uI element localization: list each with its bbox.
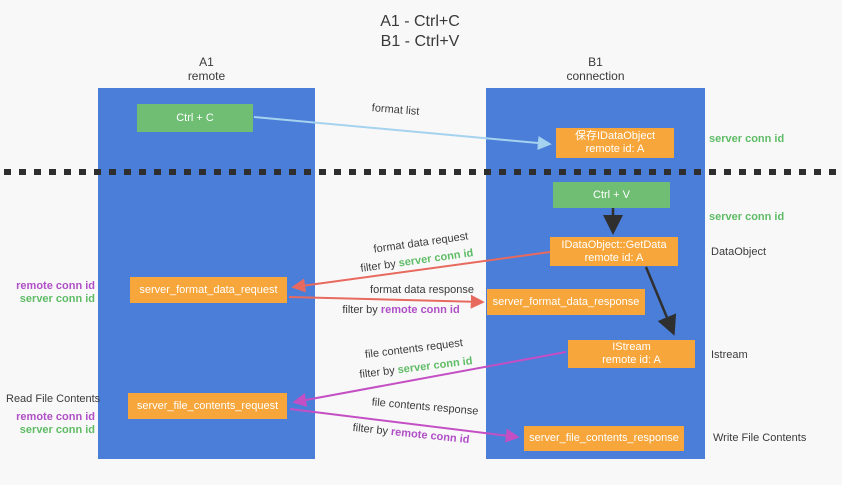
conn-id-group-top: remote conn id server conn id bbox=[10, 280, 95, 306]
column-a1-name: A1 bbox=[199, 55, 214, 69]
title-line-b1: B1 - Ctrl+V bbox=[380, 33, 460, 50]
server-format-data-request-label: server_format_data_request bbox=[139, 283, 278, 296]
node-ctrl-v: Ctrl + V bbox=[553, 182, 670, 208]
filter-by-text: filter by bbox=[352, 421, 392, 438]
node-server-format-data-request: server_format_data_request bbox=[130, 277, 287, 303]
diagram-title: A1 - Ctrl+C B1 - Ctrl+V bbox=[300, 12, 540, 52]
getdata-line1: IDataObject::GetData bbox=[561, 238, 667, 251]
remote-conn-id-left-top: remote conn id bbox=[16, 280, 95, 292]
ctrl-c-label: Ctrl + C bbox=[176, 111, 214, 124]
server-file-contents-response-label: server_file_contents_response bbox=[529, 432, 679, 444]
getdata-line2: remote id: A bbox=[584, 251, 644, 264]
server-conn-id-right-top: server conn id bbox=[709, 133, 785, 145]
filter-by-text: filter by bbox=[358, 364, 399, 381]
server-conn-id-left-bottom: server conn id bbox=[19, 424, 95, 436]
save-dataobject-line1: 保存IDataObject bbox=[574, 130, 656, 142]
node-server-file-contents-response: server_file_contents_response bbox=[524, 426, 684, 451]
remote-conn-id-left-bottom: remote conn id bbox=[16, 411, 95, 423]
node-save-dataobject: 保存IDataObject remote id: A bbox=[556, 128, 674, 158]
title-line-a1: A1 - Ctrl+C bbox=[380, 13, 460, 30]
server-format-data-response-label: server_format_data_response bbox=[492, 295, 640, 308]
column-b1-name: B1 bbox=[588, 55, 603, 69]
write-file-contents-label: Write File Contents bbox=[713, 432, 807, 444]
filter-by-text: filter by bbox=[359, 257, 400, 275]
save-dataobject-line2: remote id: A bbox=[585, 143, 645, 155]
column-a1-subtitle: remote bbox=[187, 69, 226, 83]
column-header-a1: A1 remote bbox=[98, 55, 315, 83]
server-file-contents-request-label: server_file_contents_request bbox=[136, 399, 279, 412]
conn-id-group-bottom: remote conn id server conn id bbox=[10, 411, 95, 437]
format-list-label: format list bbox=[371, 102, 420, 118]
column-header-b1: B1 connection bbox=[486, 55, 705, 83]
remote-conn-id-text: remote conn id bbox=[380, 304, 460, 316]
node-server-format-data-response: server_format_data_response bbox=[487, 289, 645, 315]
node-server-file-contents-request: server_file_contents_request bbox=[128, 393, 287, 419]
format-data-response-filter-label: filter by remote conn id bbox=[340, 304, 462, 317]
server-conn-id-right-mid: server conn id bbox=[709, 211, 785, 223]
istream-line2: remote id: A bbox=[602, 354, 661, 366]
node-ctrl-c: Ctrl + C bbox=[137, 104, 253, 132]
server-conn-id-text: server conn id bbox=[397, 355, 474, 377]
remote-conn-id-text: remote conn id bbox=[390, 425, 471, 447]
column-b1-subtitle: connection bbox=[566, 69, 625, 83]
file-contents-response-filter-label: filter by remote conn id bbox=[348, 421, 475, 447]
node-idataobject-getdata: IDataObject::GetData remote id: A bbox=[550, 237, 678, 266]
filter-by-text: filter by bbox=[342, 304, 381, 316]
read-file-contents-label: Read File Contents bbox=[6, 393, 101, 405]
format-data-response-arrow bbox=[288, 294, 485, 309]
server-conn-id-left-top: server conn id bbox=[19, 293, 95, 305]
file-contents-response-label: file contents response bbox=[371, 396, 479, 418]
istream-side-label: Istream bbox=[711, 349, 748, 361]
ctrl-v-label: Ctrl + V bbox=[593, 188, 630, 201]
dataobject-label: DataObject bbox=[711, 246, 767, 258]
format-data-response-label: format data response bbox=[370, 284, 474, 296]
node-istream: IStream remote id: A bbox=[568, 340, 695, 368]
istream-line1: IStream bbox=[612, 341, 651, 353]
